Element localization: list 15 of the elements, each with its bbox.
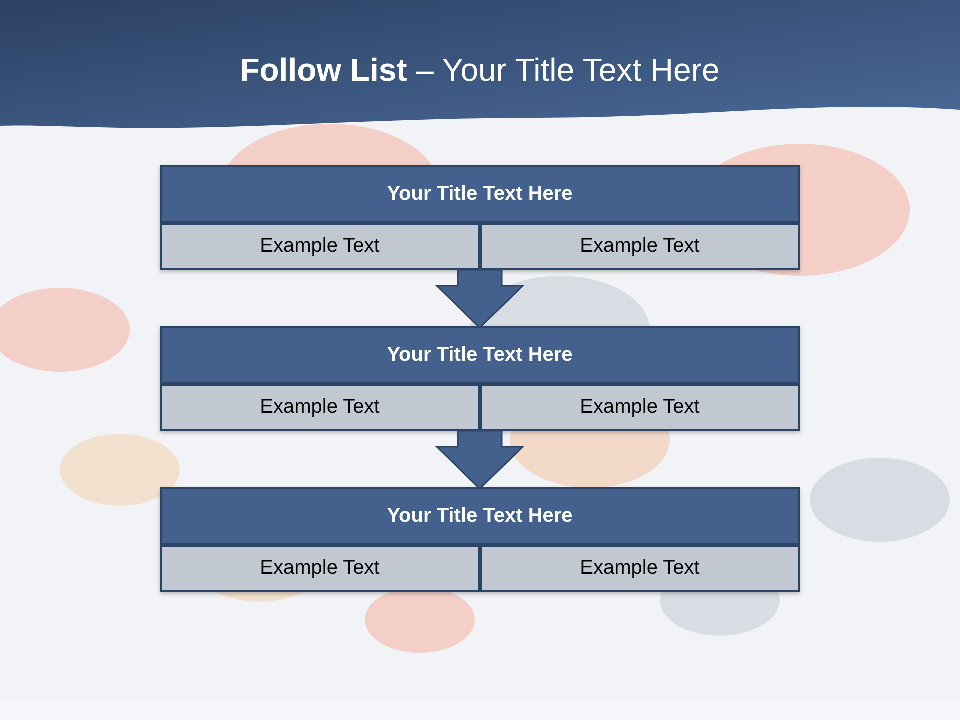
slide-title: Follow List – Your Title Text Here xyxy=(239,52,721,89)
text-cell: Example Text xyxy=(160,545,480,592)
text-cell: Example Text xyxy=(480,545,800,592)
block-arrow xyxy=(435,430,525,490)
panel xyxy=(160,487,800,592)
block-arrow xyxy=(435,269,525,330)
panel xyxy=(160,326,800,431)
title-bar: Your Title Text Here xyxy=(160,487,800,545)
text-cell: Example Text xyxy=(480,384,800,431)
text-cell: Example Text xyxy=(480,223,800,270)
panel xyxy=(160,165,800,270)
title-bar: Your Title Text Here xyxy=(160,326,800,384)
text-cell: Example Text xyxy=(160,223,480,270)
text-cell: Example Text xyxy=(160,384,480,431)
title-bar: Your Title Text Here xyxy=(160,165,800,223)
